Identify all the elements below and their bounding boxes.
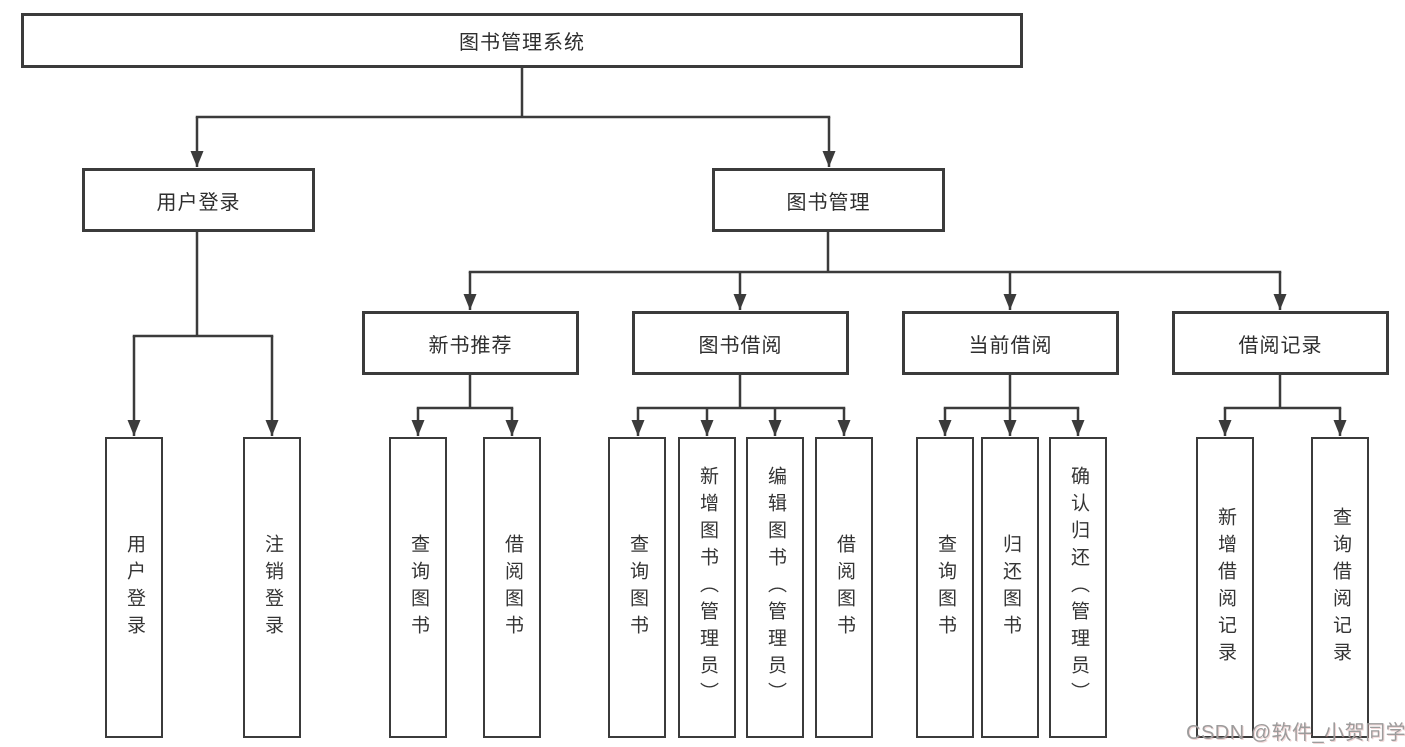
leaf-label: 归还图书: [999, 533, 1021, 642]
leaf-borrow-books-recommend: 借阅图书: [483, 437, 541, 738]
node-book-borrowing: 图书借阅: [632, 311, 849, 375]
node-user-login: 用户登录: [82, 168, 315, 232]
leaf-edit-books-admin: 编辑图书（管理员）: [746, 437, 804, 738]
leaf-label: 确认归还（管理员）: [1067, 466, 1089, 709]
leaf-label: 借阅图书: [833, 533, 855, 642]
leaf-label: 查询借阅记录: [1329, 506, 1351, 669]
node-current-borrowing: 当前借阅: [902, 311, 1119, 375]
leaf-confirm-return-admin: 确认归还（管理员）: [1049, 437, 1107, 738]
node-borrowing-records: 借阅记录: [1172, 311, 1389, 375]
node-book-management: 图书管理: [712, 168, 945, 232]
leaf-label: 新增借阅记录: [1214, 506, 1236, 669]
leaf-user-login: 用户登录: [105, 437, 163, 738]
node-library-management-system: 图书管理系统: [21, 13, 1023, 68]
leaf-logout: 注销登录: [243, 437, 301, 738]
leaf-label: 编辑图书（管理员）: [764, 466, 786, 709]
leaf-borrow-books-borrowing: 借阅图书: [815, 437, 873, 738]
node-new-book-recommendation: 新书推荐: [362, 311, 579, 375]
leaf-add-borrow-record: 新增借阅记录: [1196, 437, 1254, 738]
leaf-label: 用户登录: [123, 533, 145, 642]
leaf-query-books-borrowing: 查询图书: [608, 437, 666, 738]
leaf-label: 借阅图书: [501, 533, 523, 642]
leaf-label: 查询图书: [934, 533, 956, 642]
leaf-query-borrow-record: 查询借阅记录: [1311, 437, 1369, 738]
leaf-label: 查询图书: [407, 533, 429, 642]
leaf-label: 新增图书（管理员）: [696, 466, 718, 709]
leaf-add-books-admin: 新增图书（管理员）: [678, 437, 736, 738]
leaf-return-books: 归还图书: [981, 437, 1039, 738]
leaf-label: 查询图书: [626, 533, 648, 642]
leaf-query-books-recommend: 查询图书: [389, 437, 447, 738]
leaf-query-books-current: 查询图书: [916, 437, 974, 738]
watermark-text: CSDN @软件_小贺同学: [1186, 722, 1405, 744]
leaf-label: 注销登录: [261, 533, 283, 642]
